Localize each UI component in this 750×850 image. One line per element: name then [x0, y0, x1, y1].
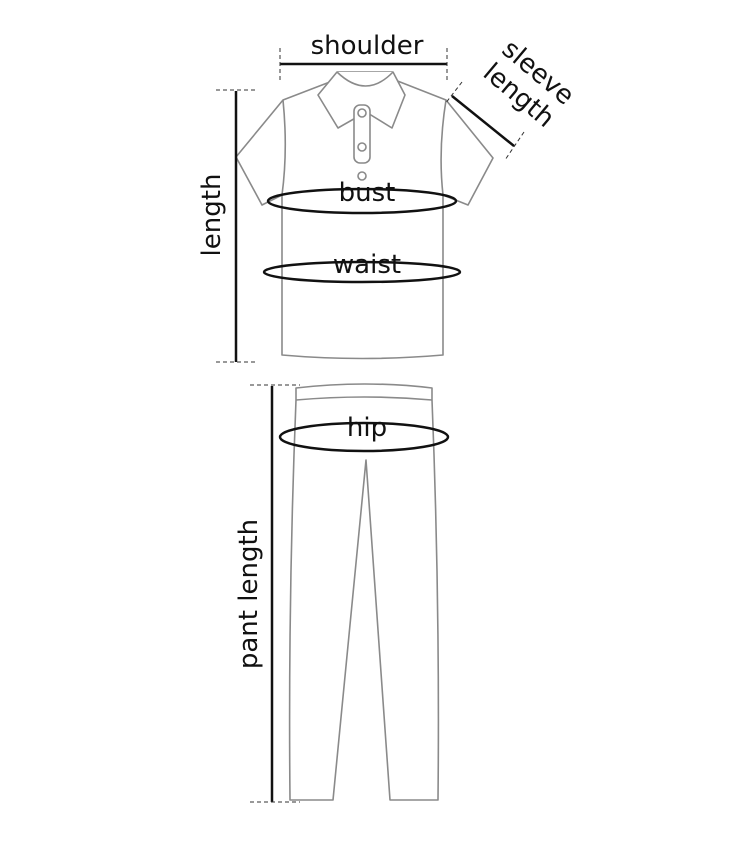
hip-label: hip — [347, 413, 387, 443]
sleeve-length-measure — [444, 81, 525, 161]
hip-measure — [278, 421, 450, 453]
shirt-illustration — [235, 71, 494, 360]
shoulder-label: shoulder — [311, 31, 424, 61]
length-label: length — [197, 174, 227, 257]
shoulder-measure — [279, 48, 448, 80]
pant-length-label: pant length — [234, 519, 264, 669]
bust-measure — [266, 187, 458, 215]
bust-label: bust — [339, 178, 396, 208]
waist-measure — [262, 260, 462, 284]
pants-illustration — [288, 383, 440, 801]
length-measure — [216, 89, 258, 363]
waist-label: waist — [333, 250, 401, 280]
pant-length-measure — [250, 384, 300, 803]
